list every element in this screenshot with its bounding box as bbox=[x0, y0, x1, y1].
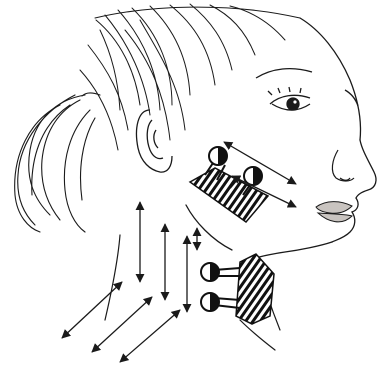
hair bbox=[80, 4, 300, 150]
electrode-icon bbox=[244, 167, 262, 185]
eye bbox=[256, 69, 358, 110]
shoulder-diagonal-arrow-1 bbox=[62, 282, 122, 338]
nose bbox=[332, 150, 354, 181]
ponytail bbox=[15, 93, 100, 232]
electrode-icon bbox=[201, 263, 219, 281]
electrode-icon bbox=[201, 293, 219, 311]
face-outline bbox=[186, 18, 376, 258]
cheek-device bbox=[190, 147, 268, 222]
jaw-device bbox=[201, 254, 274, 324]
shoulder-diagonal-arrow-2 bbox=[92, 297, 152, 352]
lips bbox=[316, 202, 352, 222]
electrode-icon bbox=[209, 147, 227, 165]
